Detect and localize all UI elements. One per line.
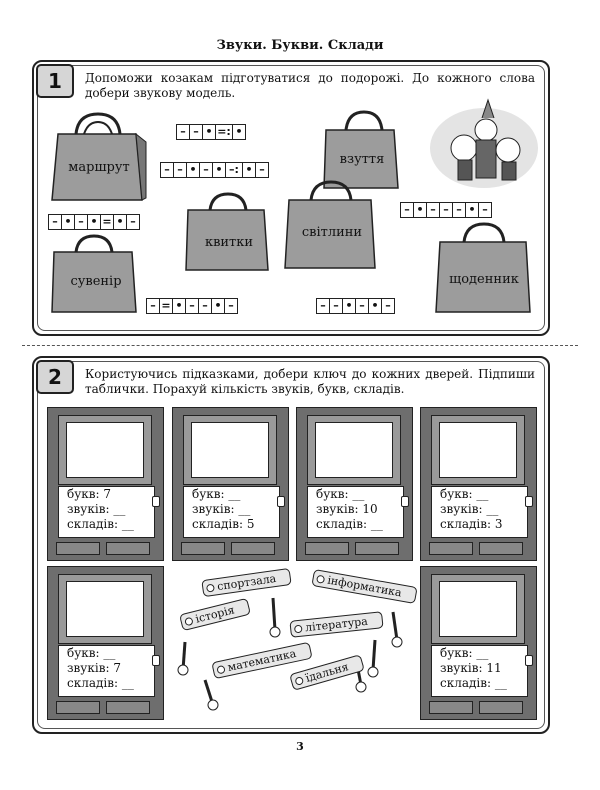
sound-model-4: –•–––•– bbox=[400, 202, 492, 218]
door-plate: букв: __звуків: __складів: 3 bbox=[431, 486, 528, 538]
sound-model-2: ––•–•–:•– bbox=[160, 162, 269, 178]
bag-label: світлини bbox=[301, 225, 363, 240]
door-knob bbox=[152, 496, 160, 507]
bag-icon bbox=[284, 180, 376, 269]
sound-model-3: –•–•=•– bbox=[48, 214, 140, 230]
task-2-instruction: Користуючись підказками, добери ключ до … bbox=[85, 367, 535, 396]
sound-model-1: ––•=:• bbox=[176, 124, 246, 140]
door-knob bbox=[152, 655, 160, 666]
task-1-number: 1 bbox=[36, 64, 74, 98]
door-plate: букв: __звуків: __складів: 5 bbox=[183, 486, 280, 538]
door-2: букв: __звуків: __складів: 5 bbox=[172, 407, 289, 561]
bag-icon bbox=[435, 222, 531, 313]
bag-label: сувенір bbox=[70, 274, 122, 289]
page-number: 3 bbox=[296, 740, 304, 753]
door-knob bbox=[401, 496, 409, 507]
page-title: Звуки. Букви. Склади bbox=[216, 38, 384, 53]
bag-label: квитки bbox=[204, 235, 254, 250]
keys-illustration bbox=[177, 597, 403, 711]
bag-icon bbox=[185, 192, 269, 271]
bag-label: щоденник bbox=[449, 272, 519, 287]
cut-line bbox=[22, 345, 578, 346]
bag-icon bbox=[51, 112, 147, 201]
door-knob bbox=[525, 655, 533, 666]
sound-model-5: –=•––•– bbox=[146, 298, 238, 314]
door-4: букв: __звуків: __складів: 3 bbox=[420, 407, 537, 561]
task-1-instruction: Допоможи козакам підготуватися до подоро… bbox=[85, 71, 535, 100]
door-knob bbox=[277, 496, 285, 507]
bag-icon bbox=[51, 234, 137, 313]
cossacks-illustration bbox=[430, 98, 538, 188]
task-2-number: 2 bbox=[36, 360, 74, 394]
bag-icon bbox=[323, 110, 399, 189]
sound-model-6: ––•–•– bbox=[316, 298, 395, 314]
bag-label: взуття bbox=[339, 152, 385, 167]
door-knob bbox=[525, 496, 533, 507]
bag-label: маршрут bbox=[68, 160, 130, 175]
